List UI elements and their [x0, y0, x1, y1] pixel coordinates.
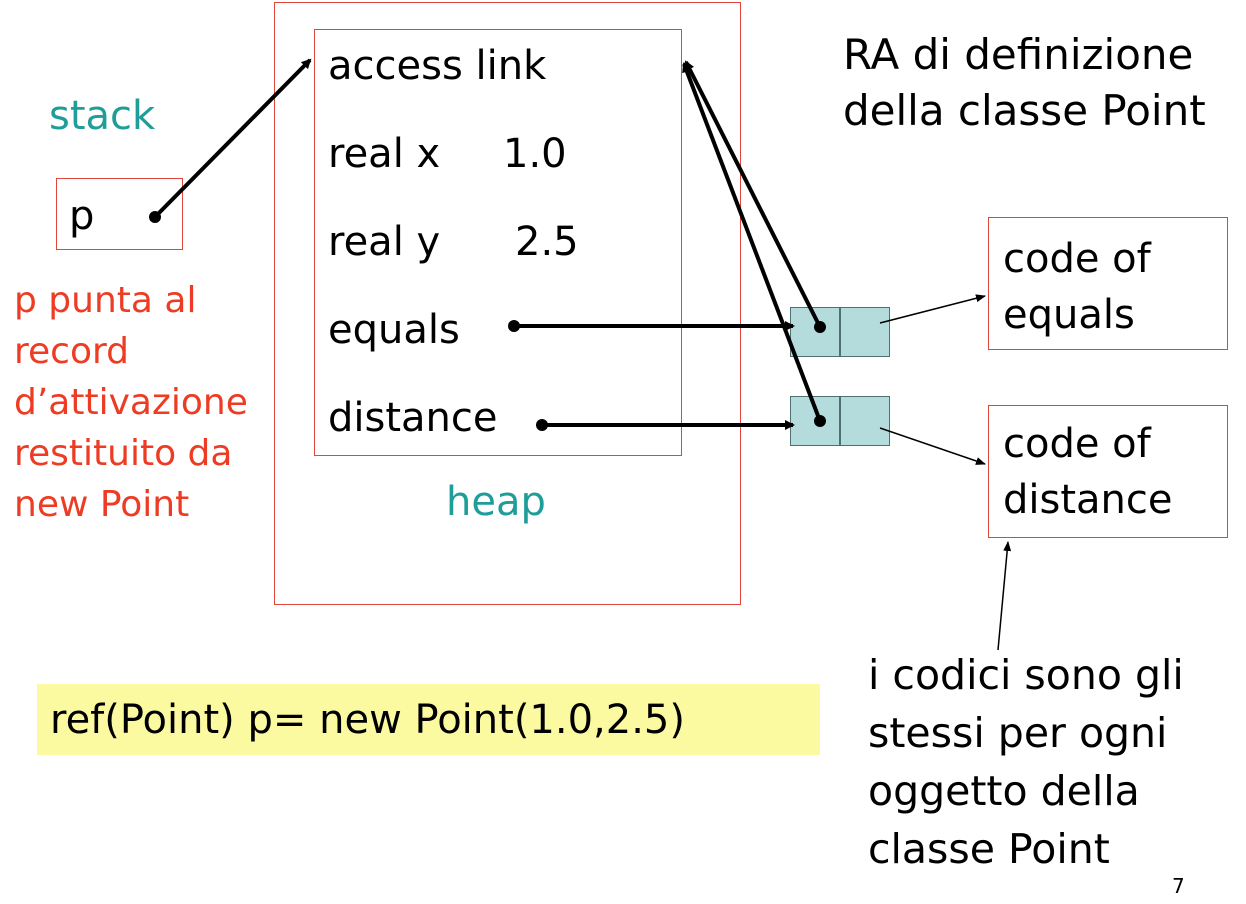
field-real-y-label: real y — [328, 219, 441, 265]
note-left-line: p punta al — [14, 280, 197, 321]
heap-label: heap — [446, 479, 546, 525]
field-equals: equals — [328, 307, 460, 353]
field-real-x-value: 1.0 — [503, 131, 567, 177]
note-left-line: record — [14, 331, 129, 372]
code-equals-line: equals — [1003, 292, 1135, 338]
cell-distance-to-access-link-arrow — [682, 62, 822, 422]
field-distance: distance — [328, 395, 498, 441]
field-access-link: access link — [328, 43, 547, 89]
note-right-line: oggetto della — [868, 767, 1140, 815]
code-equals-box — [988, 217, 1228, 350]
code-statement: ref(Point) p= new Point(1.0,2.5) — [50, 697, 685, 743]
method-cell-equals — [790, 307, 890, 357]
code-equals-line: code of — [1003, 236, 1151, 282]
page-number: 7 — [1172, 874, 1185, 898]
activation-record-box — [314, 29, 682, 456]
code-distance-text: code of distance — [1003, 416, 1173, 528]
stack-to-access-link-arrow — [153, 58, 312, 219]
method-cell-distance — [790, 396, 890, 446]
ra-title-line: RA di definizione — [843, 30, 1194, 79]
code-statement-highlight — [37, 684, 820, 755]
ra-title: RA di definizione della classe Point — [843, 27, 1206, 139]
note-left: p punta al record d’attivazione restitui… — [14, 275, 248, 530]
code-distance-line: distance — [1003, 477, 1173, 523]
note-right-line: classe Point — [868, 825, 1110, 873]
note-right: i codici sono gli stessi per ogni oggett… — [868, 646, 1184, 878]
code-distance-line: code of — [1003, 421, 1151, 467]
stack-label: stack — [49, 93, 156, 139]
note-left-line: d’attivazione — [14, 382, 248, 423]
note-right-line: stessi per ogni — [868, 709, 1168, 757]
stack-var-box — [56, 178, 183, 250]
field-real-y-value: 2.5 — [515, 219, 579, 265]
note-left-line: restituito da — [14, 433, 233, 474]
field-real-x-label: real x — [328, 131, 441, 177]
note-right-line: i codici sono gli — [868, 651, 1184, 699]
cell-to-code-distance-arrow — [879, 427, 986, 465]
ra-title-line: della classe Point — [843, 86, 1206, 135]
stack-var-p: p — [69, 193, 95, 239]
note-to-code-distance-arrow — [997, 541, 1012, 651]
cell-to-code-equals-arrow — [879, 294, 986, 324]
heap-region — [274, 2, 741, 605]
code-distance-box — [988, 405, 1228, 538]
code-equals-text: code of equals — [1003, 231, 1151, 343]
note-left-line: new Point — [14, 484, 190, 525]
cell-equals-to-access-link-arrow — [684, 60, 822, 328]
